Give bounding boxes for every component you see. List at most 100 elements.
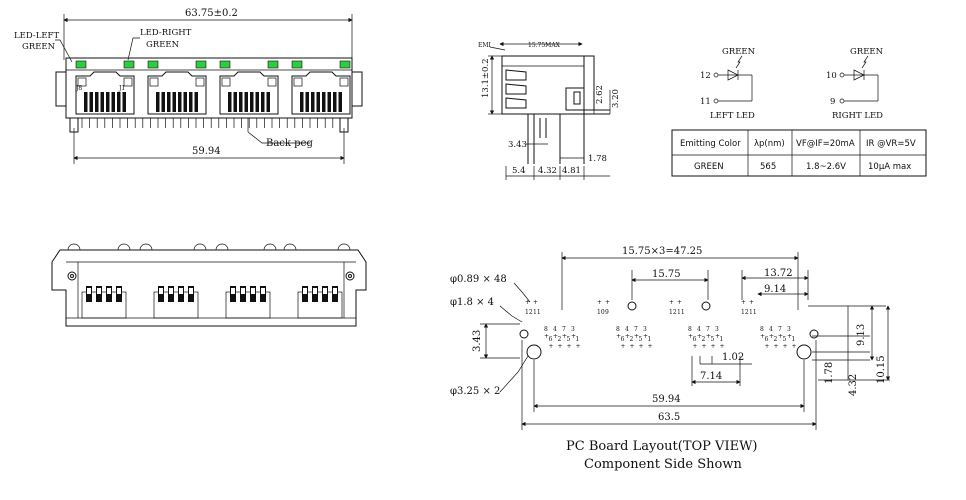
side-dim-178-text: 1.78 — [588, 154, 607, 164]
back-peg-label: Back peg — [266, 138, 313, 149]
led-right-green — [267, 60, 279, 69]
rj45-port-opening — [291, 71, 351, 115]
pin-number-top: 11 — [749, 309, 757, 316]
pin-number-bottom: 1 — [576, 336, 580, 343]
port-contact — [183, 92, 187, 112]
pcb-dim-432-text: 4.32 — [848, 374, 859, 396]
rear-contact-slot — [231, 288, 235, 294]
rear-bump — [193, 243, 207, 251]
pin-pad: + — [760, 333, 765, 340]
pin-pad: + — [558, 343, 563, 350]
port-contact — [266, 92, 270, 112]
pin-pad: + — [553, 333, 558, 340]
pin-number-bottom: 8 — [688, 326, 692, 333]
pin-label-top: + — [677, 299, 682, 306]
left-led-label: LEFT LED — [710, 111, 755, 121]
pcb-dim-343-text: 3.43 — [472, 330, 483, 352]
led-left-label-2: GREEN — [22, 42, 56, 52]
rear-port-body — [297, 291, 343, 319]
pcb-dim-178-text: 1.78 — [824, 362, 835, 384]
rear-bump — [263, 243, 277, 251]
port-contact — [300, 92, 304, 112]
port-contact — [316, 92, 320, 112]
led-right-green — [123, 60, 135, 69]
port-contact — [261, 92, 265, 112]
pin-number-bottom: 4 — [625, 326, 629, 333]
pcb-port-pitch-text: 15.75 — [652, 269, 681, 280]
pin-number-bottom: 7 — [634, 326, 638, 333]
port-latch-right — [267, 77, 277, 87]
pin-number-bottom: 2 — [702, 336, 706, 343]
emi-label: EMI — [478, 42, 492, 49]
port-contact — [244, 92, 248, 112]
port-contact — [122, 92, 126, 112]
pin-number-bottom: 7 — [778, 326, 782, 333]
pin-pad: + — [576, 343, 581, 350]
pin-pad: + — [783, 343, 788, 350]
port-contact — [228, 92, 232, 112]
pin-number-bottom: 5 — [711, 336, 715, 343]
side-pins — [527, 114, 585, 164]
port-contact — [89, 92, 93, 112]
rear-port-body — [153, 291, 199, 319]
port-latch-right — [339, 77, 349, 87]
rj45-port-opening — [75, 71, 135, 115]
pin-number-bottom: 1 — [648, 336, 652, 343]
rear-view — [51, 243, 367, 327]
led-left-green — [147, 60, 159, 69]
pin-number-top: 12 — [741, 309, 749, 316]
pin-number-bottom: 5 — [567, 336, 571, 343]
table-header-0: Emitting Color — [680, 139, 741, 149]
pin-pad: + — [711, 343, 716, 350]
rear-contact-slot — [333, 288, 337, 294]
port-label-j1: J1 — [118, 85, 125, 92]
pcb-dim-102-text: 1.02 — [722, 352, 744, 363]
port-contact — [156, 92, 160, 112]
pin-number-bottom: 6 — [693, 336, 697, 343]
pin-number-top: 11 — [677, 309, 685, 316]
rear-bump — [337, 243, 351, 251]
pin-pad: + — [787, 333, 792, 340]
rear-bump — [139, 243, 153, 251]
pin-label-top: + — [597, 299, 602, 306]
rear-contact-slot — [241, 288, 245, 294]
dim-320-text: 3.20 — [611, 89, 621, 108]
right-led-pin-bottom: 9 — [830, 97, 835, 107]
pin-pad: + — [688, 333, 693, 340]
pin-pad: + — [702, 343, 707, 350]
rear-contact-slot — [179, 288, 183, 294]
led-left-green — [291, 60, 303, 69]
port-contact — [161, 92, 165, 112]
port-contact — [194, 92, 198, 112]
pin-pad: + — [792, 343, 797, 350]
led-right-label-2: GREEN — [146, 40, 180, 50]
right-led-label: RIGHT LED — [832, 111, 883, 121]
pcb-dim-714-text: 7.14 — [700, 371, 722, 382]
pin-pad: + — [630, 343, 635, 350]
pin-number-bottom: 7 — [706, 326, 710, 333]
pcb-caption-2: Component Side Shown — [584, 457, 742, 472]
rear-contact-slot — [107, 288, 111, 294]
rear-bump — [215, 243, 229, 251]
pin-number-bottom: 2 — [558, 336, 562, 343]
rj45-port-opening — [147, 71, 207, 115]
pin-pad: + — [720, 343, 725, 350]
led-right-green — [195, 60, 207, 69]
table-header-3: IR @VR=5V — [866, 139, 916, 149]
pin-number-top: 11 — [533, 309, 541, 316]
table-cell-2: 1.8~2.6V — [806, 162, 846, 172]
pin-pad: + — [765, 343, 770, 350]
port-contact — [322, 92, 326, 112]
port-latch-right — [195, 77, 205, 87]
mount-hole-left — [526, 344, 542, 360]
rear-contact-slot — [303, 288, 307, 294]
pin-pad: + — [571, 333, 576, 340]
pin-pad: + — [648, 343, 653, 350]
pin-label-top: + — [749, 299, 754, 306]
rear-bump — [67, 243, 81, 251]
pin-pad: + — [634, 333, 639, 340]
pin-number-bottom: 4 — [553, 326, 557, 333]
pin-pad: + — [616, 333, 621, 340]
pin-number-bottom: 2 — [630, 336, 634, 343]
